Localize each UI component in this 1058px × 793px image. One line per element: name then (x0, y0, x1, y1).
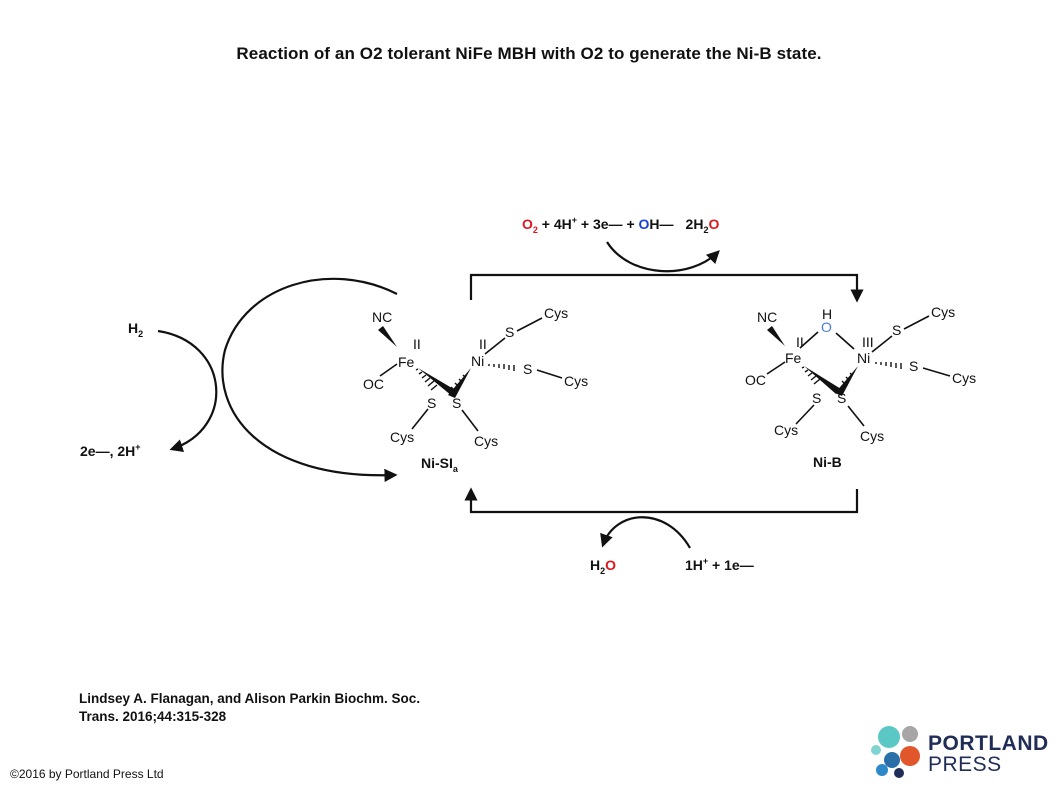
h2-oxidation-arrow (157, 329, 218, 452)
svg-text:OC: OC (745, 372, 766, 388)
reduction-curved-arrow (600, 516, 691, 549)
svg-text:S: S (892, 322, 901, 338)
ni-si-state-label: Ni-SIa (421, 455, 459, 474)
svg-text:O: O (821, 319, 832, 335)
logo-text-portland: PORTLAND (928, 732, 1049, 755)
citation: Lindsey A. Flanagan, and Alison Parkin B… (79, 690, 519, 726)
svg-text:S: S (812, 390, 821, 406)
svg-text:Cys: Cys (474, 433, 498, 449)
svg-text:III: III (862, 334, 874, 350)
portland-press-logo: PORTLAND PRESS (870, 722, 1050, 782)
o2-curved-arrow (606, 241, 720, 273)
svg-text:S: S (505, 324, 514, 340)
svg-text:NC: NC (757, 309, 777, 325)
ni-b-state-label: Ni-B (813, 454, 842, 470)
logo-text-press: PRESS (928, 753, 1002, 776)
h2-label: H2 (128, 320, 143, 339)
ni-b-structure: NC Fe II OC H O Ni III S Cys S Cys S S C… (745, 304, 976, 470)
svg-text:S: S (427, 395, 436, 411)
svg-text:Cys: Cys (931, 304, 955, 320)
svg-text:Ni: Ni (471, 353, 484, 369)
svg-text:Ni: Ni (857, 350, 870, 366)
svg-text:Cys: Cys (774, 422, 798, 438)
citation-line-1: Lindsey A. Flanagan, and Alison Parkin B… (79, 691, 421, 706)
ni-si-structure: NC NC Fe II OC Ni II S Cys S Cys S S Cys… (363, 305, 588, 474)
svg-text:S: S (909, 358, 918, 374)
svg-text:OC: OC (363, 376, 384, 392)
citation-line-2: Trans. 2016;44:315-328 (79, 709, 227, 724)
svg-text:II: II (413, 336, 421, 352)
svg-text:Cys: Cys (544, 305, 568, 321)
water-product-label: H2O (590, 557, 616, 576)
bottom-connector-arrow (464, 487, 859, 514)
svg-text:Cys: Cys (564, 373, 588, 389)
figure-title: Reaction of an O2 tolerant NiFe MBH with… (236, 44, 822, 63)
copyright-notice: ©2016 by Portland Press Ltd (10, 767, 164, 781)
svg-text:Cys: Cys (952, 370, 976, 386)
large-cycle-arrow (221, 277, 398, 482)
oxidation-equation: O2 + 4H+ + 3e— + OH—2H2O (522, 215, 719, 235)
svg-text:Cys: Cys (860, 428, 884, 444)
svg-text:S: S (523, 361, 532, 377)
svg-text:H: H (822, 306, 832, 322)
electrons-protons-label: 2e—, 2H+ (80, 442, 141, 459)
svg-text:II: II (796, 334, 804, 350)
svg-text:NC: NC (372, 309, 392, 325)
reduction-input-label: 1H+ + 1e— (685, 556, 754, 573)
svg-text:S: S (837, 390, 846, 406)
svg-text:Fe: Fe (398, 354, 415, 370)
svg-text:Cys: Cys (390, 429, 414, 445)
logo-dots-icon (871, 726, 920, 778)
top-connector-arrow (469, 273, 864, 303)
svg-text:Fe: Fe (785, 350, 802, 366)
svg-text:S: S (452, 395, 461, 411)
svg-text:II: II (479, 336, 487, 352)
